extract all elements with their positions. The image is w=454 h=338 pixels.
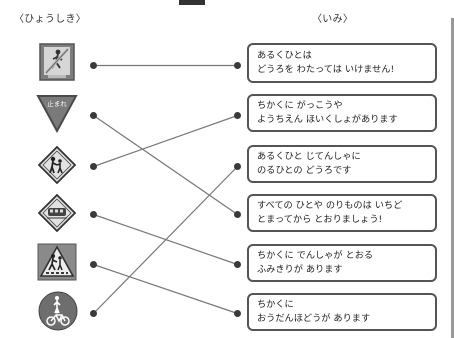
meaning-box: ちかくに がっこうや ようちえん ほいくしょがあります — [247, 94, 437, 132]
signs-column-header: 〈ひょうしき〉 — [14, 14, 87, 25]
top-mark — [179, 0, 205, 5]
railroad-crossing-sign-icon — [37, 193, 77, 233]
meaning-text: あるくひとは どうろを わたっては いけません! — [257, 50, 395, 75]
sign-dot[interactable] — [90, 62, 97, 69]
connection-line — [93, 166, 238, 314]
meaning-dot[interactable] — [234, 112, 241, 119]
meaning-dot[interactable] — [234, 211, 241, 218]
connection-line — [93, 115, 238, 215]
pedestrian-bicycle-path-sign-icon — [38, 291, 78, 331]
meaning-dot[interactable] — [234, 310, 241, 317]
meaning-box: ちかくに でんしゃが とおる ふみきりが あります — [247, 244, 437, 282]
meaning-text: ちかくに おうだんほどうが あります — [257, 299, 371, 324]
stop-sign-label: 止まれ — [47, 99, 67, 108]
no-pedestrian-sign-icon — [39, 43, 75, 81]
meaning-dot[interactable] — [234, 62, 241, 69]
sign-dot[interactable] — [90, 211, 97, 218]
connection-line — [93, 263, 238, 315]
school-zone-sign-icon — [37, 145, 77, 185]
meaning-dot[interactable] — [234, 261, 241, 268]
meaning-text: ちかくに がっこうや ようちえん ほいくしょがあります — [257, 100, 398, 125]
pedestrian-crossing-sign-icon — [37, 243, 77, 281]
meaning-text: あるくひと じてんしゃに のるひとの どうろです — [257, 151, 361, 176]
meaning-box: すべての ひとや のりものは いちど とまってから とおりましょう! — [247, 194, 437, 232]
connection-line — [93, 114, 238, 168]
meaning-box: あるくひと じてんしゃに のるひとの どうろです — [247, 145, 437, 183]
sign-dot[interactable] — [90, 112, 97, 119]
meaning-text: すべての ひとや のりものは いちど とまってから とおりましょう! — [257, 200, 403, 225]
sign-dot[interactable] — [90, 310, 97, 317]
meaning-box: ちかくに おうだんほどうが あります — [247, 293, 437, 331]
stop-sign-icon: 止まれ — [36, 93, 78, 134]
right-border-line — [451, 18, 454, 338]
sign-dot[interactable] — [90, 261, 97, 268]
meaning-box: あるくひとは どうろを わたっては いけません! — [247, 43, 437, 83]
meaning-text: ちかくに でんしゃが とおる ふみきりが あります — [257, 250, 374, 275]
meanings-column-header: 〈いみ〉 — [312, 14, 354, 25]
meaning-dot[interactable] — [234, 163, 241, 170]
sign-dot[interactable] — [90, 163, 97, 170]
